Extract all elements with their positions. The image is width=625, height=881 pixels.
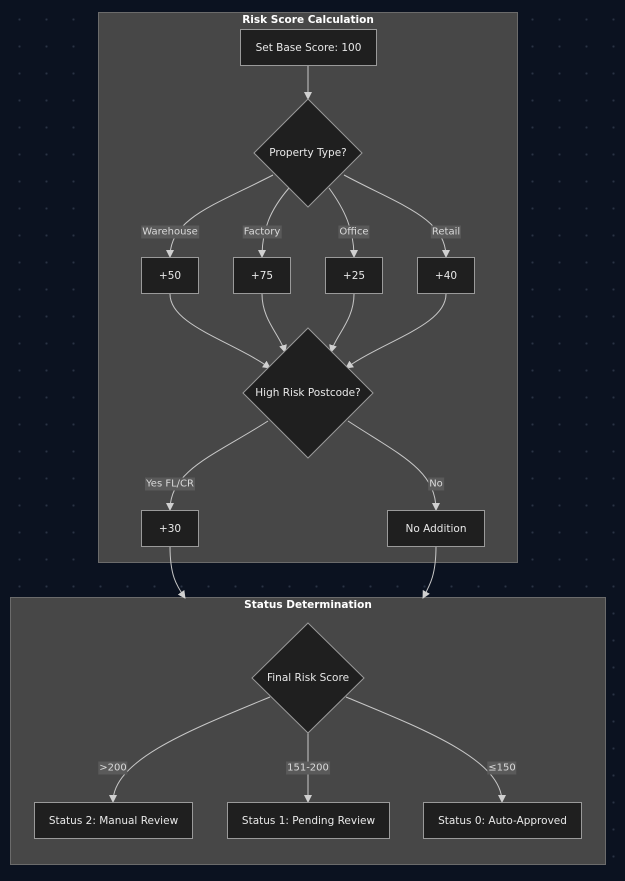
edge-label-warehouse: Warehouse xyxy=(141,225,199,239)
edge-no-to-status xyxy=(422,545,437,599)
edge-property-to-office xyxy=(328,187,358,258)
factory-add-node: +75 xyxy=(233,257,291,294)
edge-warehouse-to-postcode xyxy=(169,293,271,369)
status-1-node: Status 1: Pending Review xyxy=(227,802,390,839)
retail-add-node: +40 xyxy=(417,257,475,294)
property-type-diamond xyxy=(253,98,363,208)
edge-yes-to-status xyxy=(169,545,186,599)
high-risk-postcode-diamond xyxy=(242,327,374,459)
risk-score-cluster-title: Risk Score Calculation xyxy=(242,14,374,26)
edge-property-to-warehouse xyxy=(166,174,274,258)
edge-property-to-factory xyxy=(258,187,290,258)
edge-factory-to-postcode xyxy=(261,293,287,353)
edge-label-151-200: 151-200 xyxy=(286,761,330,775)
edge-retail-to-postcode xyxy=(345,293,447,369)
edge-label-yes: Yes FL/CR xyxy=(145,477,195,491)
edge-label-factory: Factory xyxy=(242,225,282,239)
edge-property-to-retail xyxy=(343,174,450,258)
edge-label-le150: ≤150 xyxy=(487,761,517,775)
status-cluster-title: Status Determination xyxy=(244,599,372,611)
edge-postcode-to-no xyxy=(347,420,440,511)
edge-final-to-status2 xyxy=(109,696,271,803)
edge-label-office: Office xyxy=(338,225,370,239)
base-score-node: Set Base Score: 100 xyxy=(240,29,377,66)
warehouse-add-node: +50 xyxy=(141,257,199,294)
no-addition-node: No Addition xyxy=(387,510,485,547)
final-risk-score-label: Final Risk Score xyxy=(266,672,350,684)
edge-final-to-status0 xyxy=(345,696,506,803)
high-risk-postcode-label: High Risk Postcode? xyxy=(255,387,361,399)
edge-office-to-postcode xyxy=(329,293,355,353)
edge-label-retail: Retail xyxy=(430,225,462,239)
status-2-node: Status 2: Manual Review xyxy=(34,802,193,839)
status-0-node: Status 0: Auto-Approved xyxy=(423,802,582,839)
edge-label-no: No xyxy=(428,477,444,491)
final-risk-score-diamond xyxy=(251,622,365,734)
office-add-node: +25 xyxy=(325,257,383,294)
yes-add-node: +30 xyxy=(141,510,199,547)
property-type-label: Property Type? xyxy=(269,147,347,159)
edge-label-gt200: >200 xyxy=(98,761,128,775)
edge-postcode-to-yes xyxy=(166,420,269,511)
